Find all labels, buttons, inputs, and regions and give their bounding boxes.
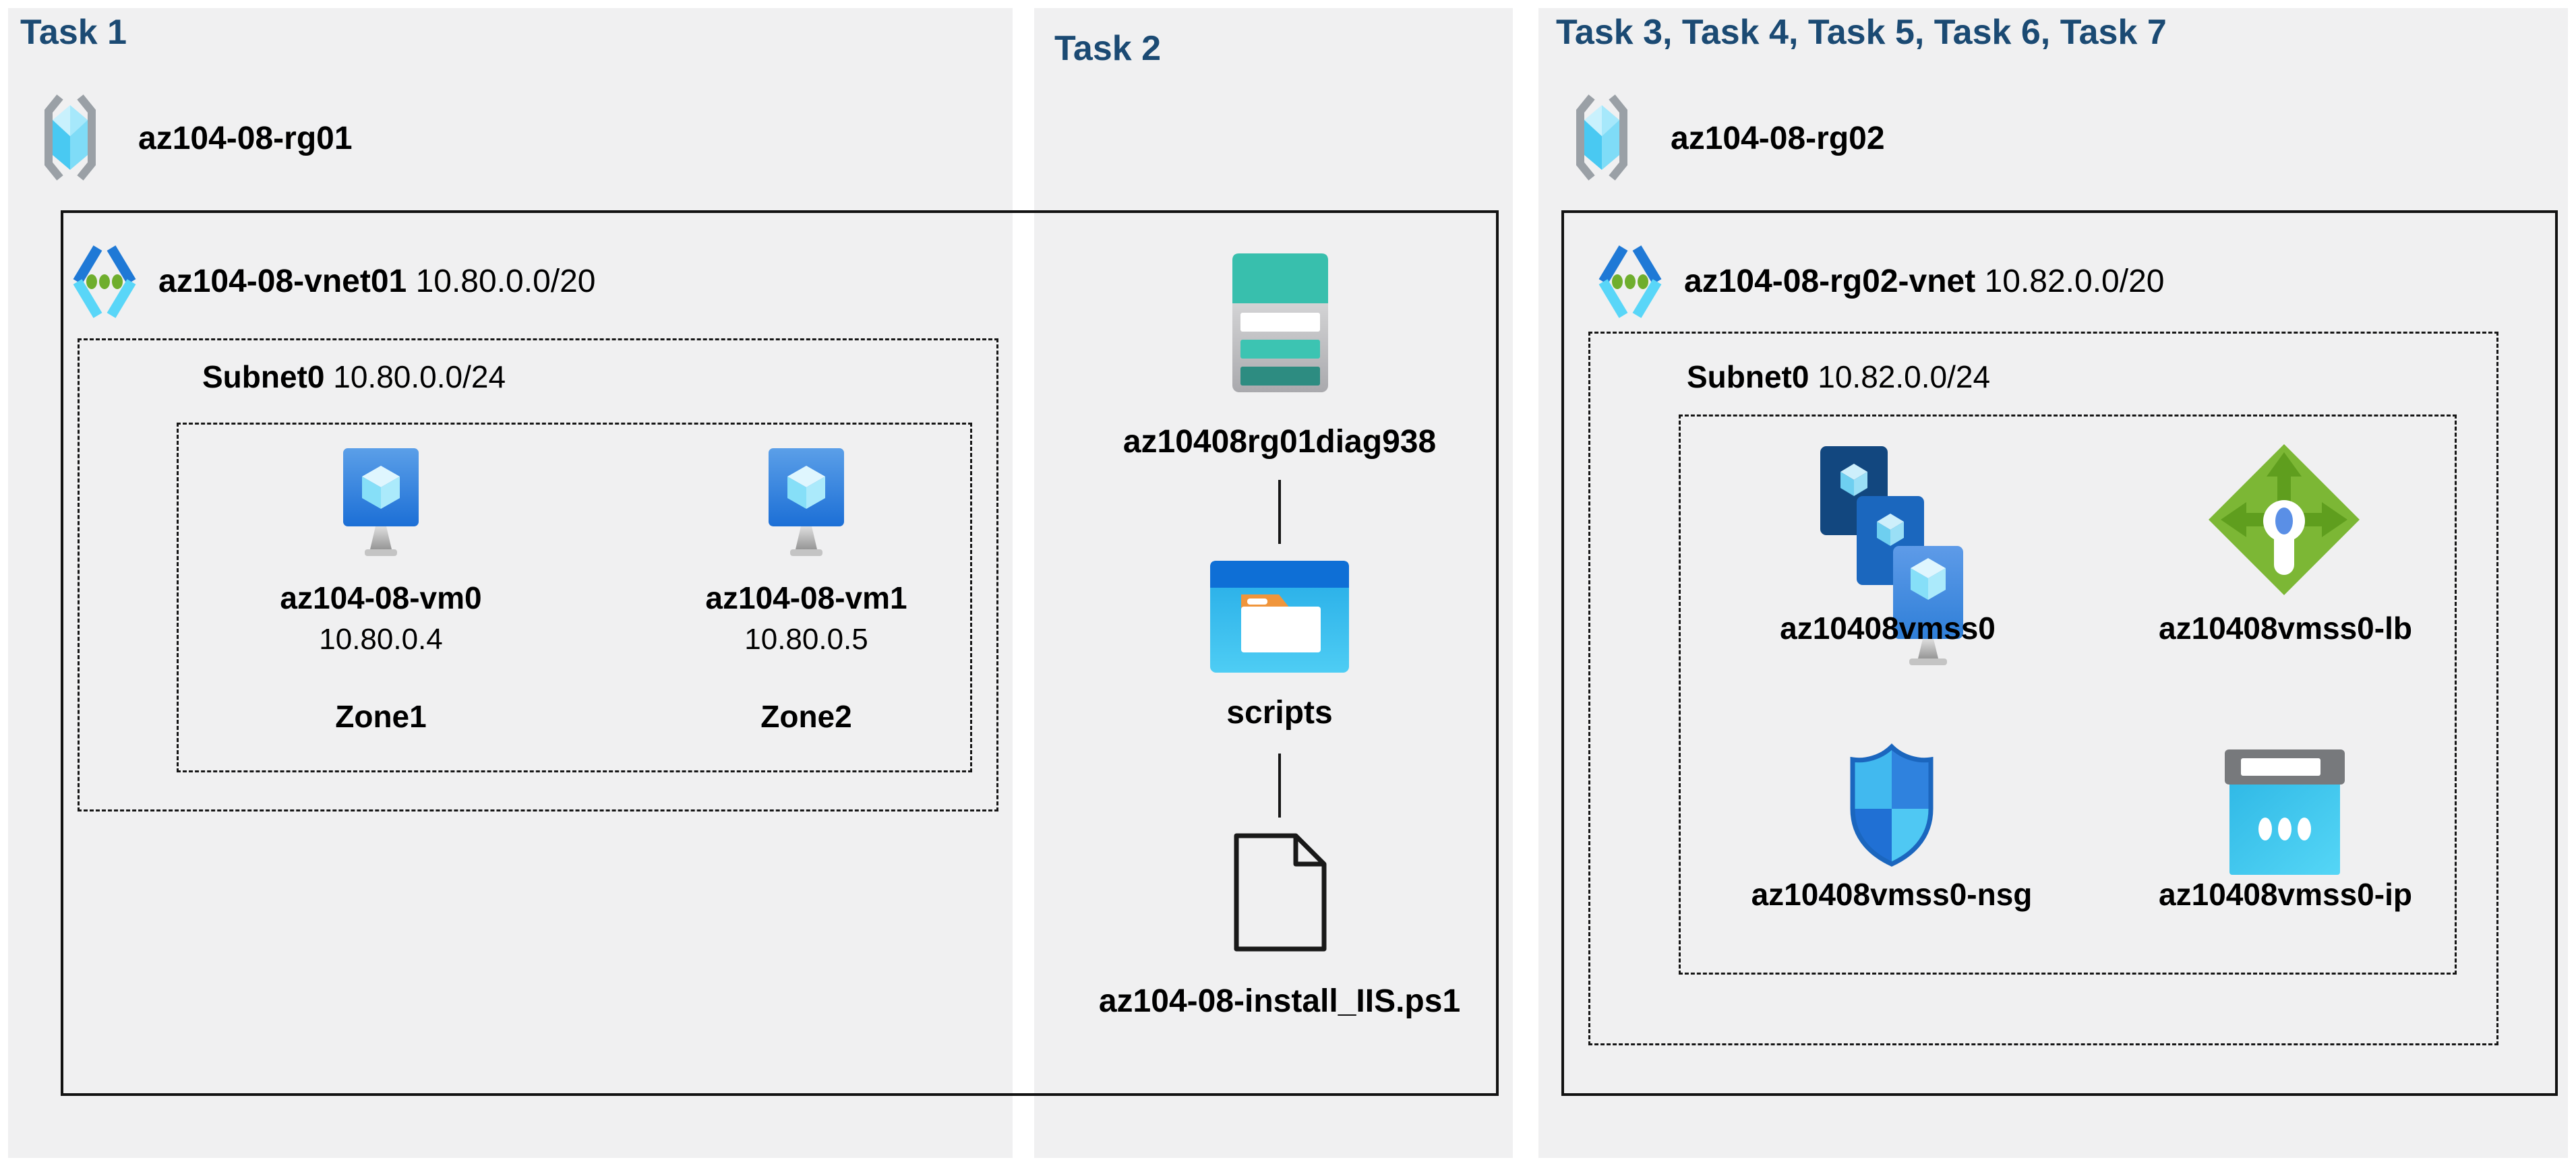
subnet0-cidr: 10.82.0.0/24 bbox=[1818, 359, 1991, 394]
subnet0-label-task3: Subnet0 10.82.0.0/24 bbox=[1687, 359, 1990, 395]
zones-box bbox=[177, 423, 972, 772]
vmss-label: az10408vmss0 bbox=[1780, 611, 1996, 646]
connector-folder-to-file bbox=[1278, 754, 1281, 818]
subnet0-label-task1: Subnet0 10.80.0.0/24 bbox=[202, 359, 506, 395]
vnet01-name: az104-08-vnet01 bbox=[158, 264, 407, 299]
vm1-ip: 10.80.0.5 bbox=[744, 623, 868, 656]
rg02-vnet-cidr: 10.82.0.0/20 bbox=[1984, 264, 2165, 299]
subnet0-name: Subnet0 bbox=[202, 359, 325, 394]
storage-account-label: az10408rg01diag938 bbox=[1122, 424, 1437, 460]
resource-group-icon bbox=[1571, 93, 1633, 182]
scripts-folder-icon bbox=[1210, 561, 1349, 673]
resource-group-icon bbox=[39, 93, 101, 182]
vm0-name: az104-08-vm0 bbox=[280, 580, 482, 615]
vnet01-cidr: 10.80.0.0/20 bbox=[415, 264, 596, 299]
storage-account-icon bbox=[1232, 253, 1328, 392]
virtual-network-icon bbox=[1596, 237, 1664, 326]
scripts-folder-label: scripts bbox=[1226, 695, 1333, 731]
public-ip-icon bbox=[2225, 749, 2345, 878]
subnet0-cidr: 10.80.0.0/24 bbox=[333, 359, 506, 394]
vm-scale-set-icon bbox=[1819, 445, 1964, 667]
public-ip-label: az10408vmss0-ip bbox=[2159, 877, 2412, 912]
subnet0-box-task1 bbox=[78, 338, 998, 811]
vm1-zone: Zone2 bbox=[760, 699, 852, 734]
task1-panel bbox=[8, 8, 1013, 1158]
virtual-machine-icon bbox=[340, 447, 421, 560]
task2-title: Task 2 bbox=[1054, 29, 1162, 68]
virtual-machine-icon bbox=[766, 447, 847, 560]
ps1-file-icon bbox=[1230, 830, 1329, 954]
vmss-resources-box bbox=[1679, 415, 2457, 975]
vnet01-label: az104-08-vnet01 10.80.0.0/20 bbox=[158, 263, 595, 300]
rg02-vnet-box bbox=[1561, 210, 2558, 1096]
task3-title: Task 3, Task 4, Task 5, Task 6, Task 7 bbox=[1556, 13, 2167, 52]
load-balancer-label: az10408vmss0-lb bbox=[2159, 611, 2412, 646]
rg02-vnet-label: az104-08-rg02-vnet 10.82.0.0/20 bbox=[1684, 263, 2164, 300]
task1-title: Task 1 bbox=[20, 13, 127, 52]
vm0-ip: 10.80.0.4 bbox=[319, 623, 443, 656]
task3-panel bbox=[1538, 8, 2568, 1158]
nsg-label: az10408vmss0-nsg bbox=[1751, 877, 2033, 912]
subnet0-name: Subnet0 bbox=[1687, 359, 1809, 394]
subnet0-box-task3 bbox=[1588, 332, 2498, 1045]
rg02-vnet-name: az104-08-rg02-vnet bbox=[1684, 264, 1976, 299]
ps1-file-label: az104-08-install_IIS.ps1 bbox=[1098, 983, 1461, 1019]
rg02-label: az104-08-rg02 bbox=[1671, 121, 1885, 156]
vnet01-box bbox=[61, 210, 1499, 1096]
vm0-zone: Zone1 bbox=[335, 699, 427, 734]
connector-storage-to-folder bbox=[1278, 480, 1281, 544]
network-security-group-icon bbox=[1839, 741, 1944, 869]
virtual-network-icon bbox=[71, 237, 138, 326]
vm1-name: az104-08-vm1 bbox=[705, 580, 907, 615]
rg01-label: az104-08-rg01 bbox=[138, 121, 353, 156]
load-balancer-icon bbox=[2206, 441, 2362, 598]
